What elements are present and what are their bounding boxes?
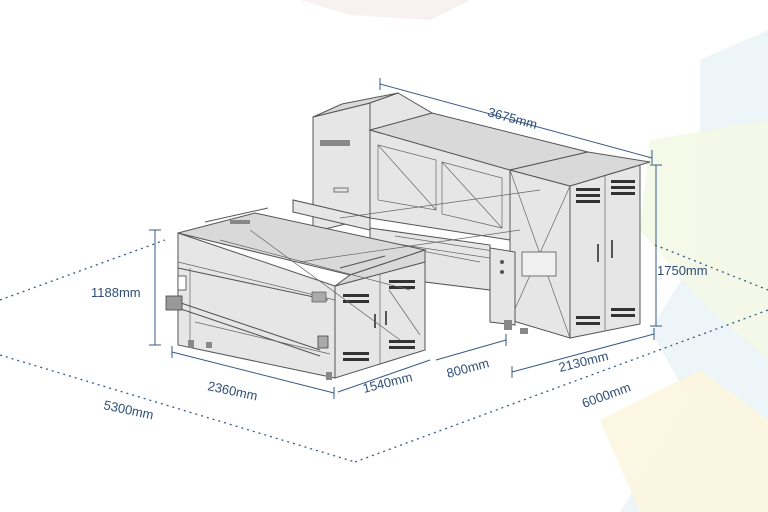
background-decoration — [300, 0, 768, 512]
conveyor-post — [489, 247, 516, 326]
cabinet-vents-bottom — [576, 308, 635, 325]
dim-label-height-right: 1750mm — [657, 263, 708, 278]
dryer-vents — [343, 280, 415, 361]
floor-edge-front-right — [354, 309, 768, 463]
dimension-lines — [149, 78, 662, 399]
dim-label-top-length: 3675mm — [486, 104, 539, 132]
brand-plate — [320, 140, 350, 146]
cabinet-vents-top — [576, 180, 635, 203]
dryer-unit — [165, 189, 541, 380]
floor-outline — [0, 239, 768, 463]
floor-edge-back-right — [654, 244, 768, 291]
dim-label-width-front: 2360mm — [206, 378, 259, 403]
roller-motor — [165, 295, 183, 311]
right-cabinet-top — [509, 151, 651, 187]
dim-label-gap: 800mm — [445, 355, 491, 381]
dimension-labels: 3675mm 1750mm 1188mm 2360mm 1540mm 800mm… — [91, 104, 708, 422]
side-access-panel — [521, 251, 557, 277]
dim-label-depth-front: 1540mm — [361, 369, 414, 396]
dim-label-height-left: 1188mm — [91, 285, 141, 300]
dim-label-depth-right: 2130mm — [557, 348, 610, 375]
dim-label-floor-left: 5300mm — [102, 397, 155, 422]
printer-main-body — [292, 92, 651, 339]
dim-label-floor-right: 6000mm — [580, 379, 633, 410]
top-module-left-cap — [369, 92, 434, 131]
floor-edge-front-left — [0, 354, 356, 463]
